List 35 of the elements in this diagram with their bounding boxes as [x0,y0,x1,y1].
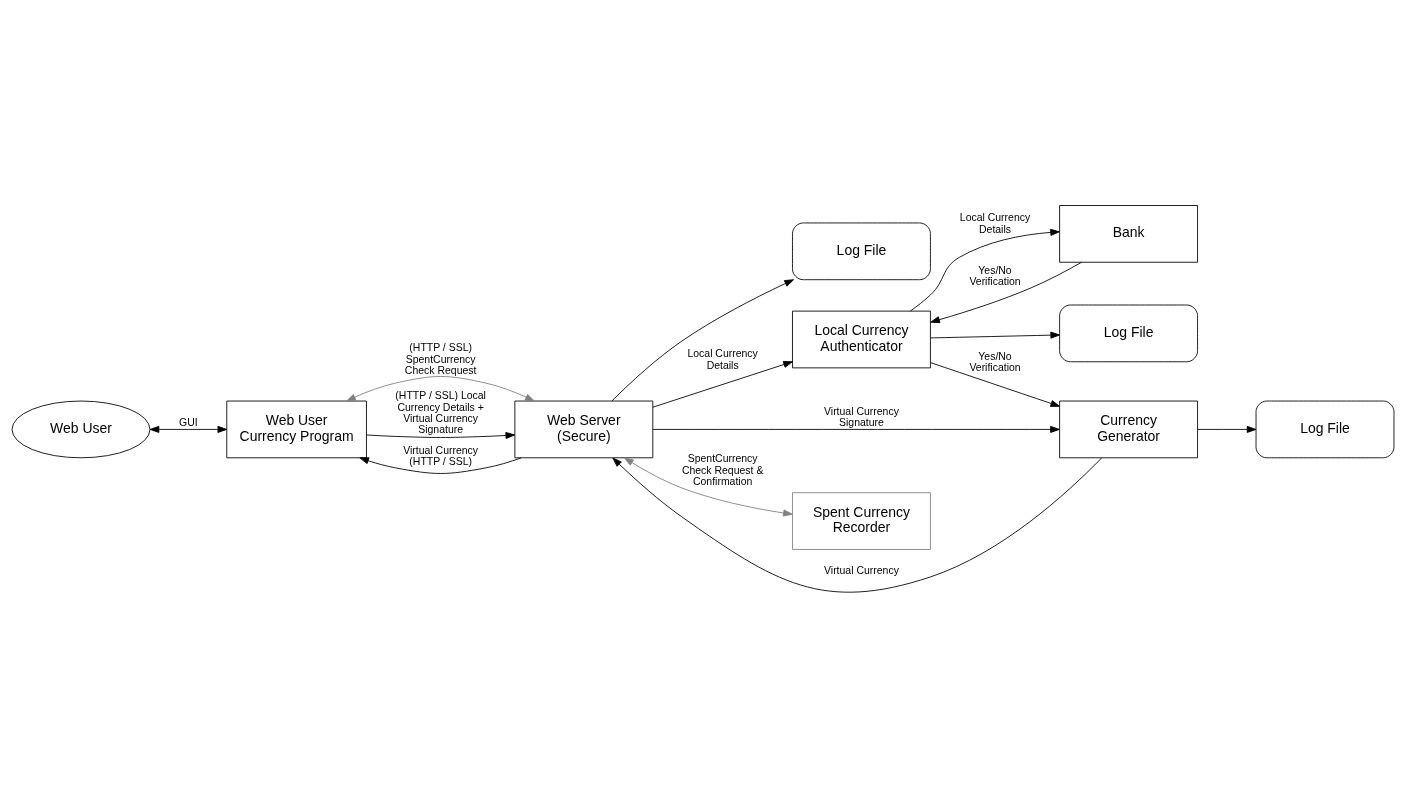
arrow [930,331,1061,339]
node-box: Log File [1059,304,1198,363]
arrow [611,279,794,402]
arrow [359,457,522,474]
edge-label: Local Currency Details [687,348,758,371]
edge-label: (HTTP / SSL) SpentCurrency Check Request [404,342,477,377]
edge-label: (HTTP / SSL) Local Currency Details + Virtual Currency Signature [395,390,486,436]
edge-label: Virtual Currency (HTTP / SSL) [403,444,479,467]
edge-label: GUI [179,417,198,429]
arrow [930,261,1082,324]
arrow [346,376,535,402]
node-box: Log File [1255,400,1395,459]
node-box: Web Server (Secure) [514,400,654,459]
arrow [149,425,228,433]
node-box: Currency Generator [1059,400,1198,459]
edge-label: Yes/No Verification [969,264,1021,288]
edge-label: Yes/No Verification [969,351,1021,374]
node-box: Spent Currency Recorder [792,492,931,550]
node-box: Bank [1059,205,1198,263]
node-box: Local Currency Authenticator [792,310,931,369]
edge-label: Local Currency Details [959,212,1031,235]
arrow [652,425,1060,433]
arrow [1197,425,1257,433]
node-box: Log File [792,222,931,281]
edge-label: Virtual Currency [824,564,899,576]
edge-label: Virtual Currency Signature [824,406,899,429]
arrow [909,228,1060,312]
edge-label: SpentCurrency Check Request & Confirmation [681,453,764,487]
arrow [652,361,793,408]
arrow [624,457,793,517]
arrow [612,457,1103,593]
arrow [930,362,1061,407]
arrow [366,432,516,439]
node-ellipse: Web User [11,400,151,459]
node-box: Web User Currency Program [226,400,367,459]
